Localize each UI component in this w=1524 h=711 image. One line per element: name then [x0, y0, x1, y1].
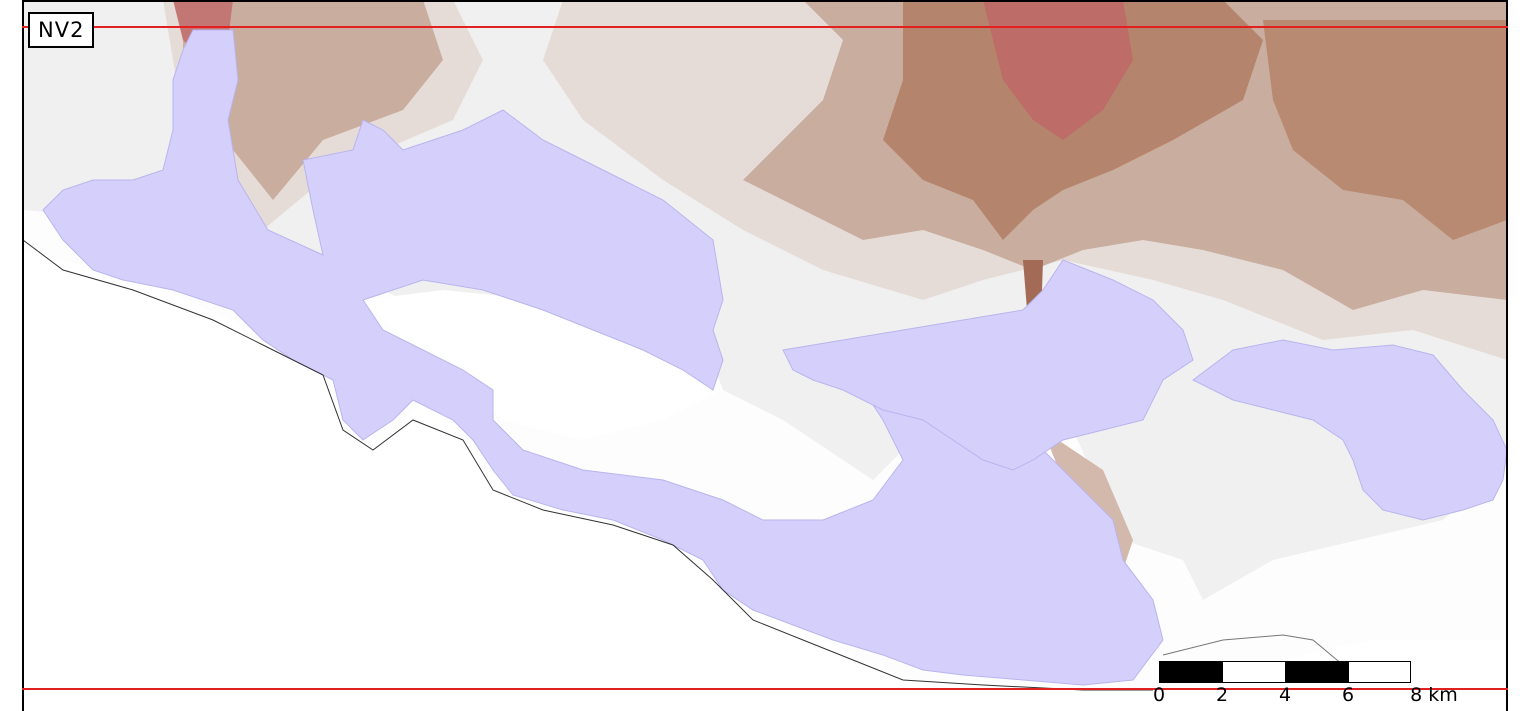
terrain-map — [23, 0, 1507, 711]
terrain-peak — [983, 0, 1133, 140]
map-canvas[interactable] — [23, 0, 1507, 711]
scale-bar-segment — [1159, 661, 1223, 683]
extent-line-bottom — [22, 688, 1508, 690]
map-label: NV2 — [28, 12, 95, 48]
terrain-slopes — [183, 0, 443, 200]
extent-line-top — [22, 26, 1508, 28]
terrain-ridges — [1263, 20, 1507, 240]
scale-bar-tick-label: 4 — [1278, 684, 1292, 706]
scale-bar-segment — [1348, 661, 1411, 683]
lake-east — [1192, 339, 1507, 521]
scale-bar-segment — [1222, 661, 1286, 683]
lowland-plain — [23, 250, 1507, 711]
water-bodies — [42, 29, 1507, 686]
coastline — [23, 239, 1153, 691]
scale-bar-segment — [1285, 661, 1349, 683]
scale-bar-tick-label: 0 — [1152, 684, 1166, 706]
scale-bar-tick-label: 6 — [1341, 684, 1355, 706]
coastline — [1162, 634, 1344, 666]
scale-bar-end-label: 8 km — [1410, 684, 1458, 706]
map-frame-right-border — [1506, 0, 1508, 711]
scale-bar — [1159, 661, 1411, 685]
map-frame-left-border — [22, 0, 24, 711]
scale-bar-tick-label: 2 — [1215, 684, 1229, 706]
lake-central — [782, 259, 1194, 471]
map-frame-top-border — [22, 0, 1508, 2]
